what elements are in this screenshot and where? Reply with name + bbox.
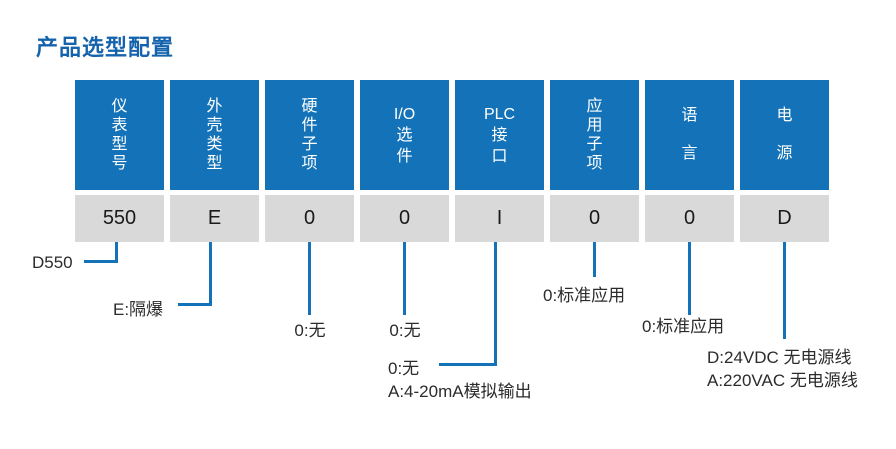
- callout-io-label: 0:无: [389, 321, 421, 340]
- callout-power-label: D:24VDC 无电源线 A:220VAC 无电源线: [707, 346, 858, 392]
- header-line: 子: [586, 136, 603, 153]
- connector-line-io: [403, 242, 406, 315]
- header-line: 硬: [301, 98, 318, 115]
- value-io-option: 0: [360, 195, 449, 242]
- header-line: 件: [396, 147, 413, 165]
- header-application-subitem: 应 用 子 项: [550, 80, 639, 190]
- page-title: 产品选型配置: [36, 35, 175, 60]
- header-instrument-model: 仪 表 型 号: [75, 80, 164, 190]
- header-line: 语: [681, 107, 698, 124]
- header-line: 型: [111, 136, 128, 153]
- callout-plc-option-1: 0:无: [388, 359, 420, 378]
- header-line: 言: [681, 145, 698, 162]
- header-power: 电 源: [740, 80, 829, 190]
- connector-line-plc: [439, 242, 497, 366]
- callout-plc-option-2: A:4-20mA模拟输出: [388, 382, 532, 401]
- header-line: 源: [776, 145, 793, 162]
- header-enclosure-type: 外 壳 类 型: [170, 80, 259, 190]
- header-hardware-subitem: 硬 件 子 项: [265, 80, 354, 190]
- header-line: 项: [586, 155, 603, 172]
- header-line: 项: [301, 155, 318, 172]
- connector-line-application: [593, 242, 596, 277]
- value-hardware-subitem: 0: [265, 195, 354, 242]
- value-plc-interface: I: [455, 195, 544, 242]
- header-line: 件: [301, 117, 318, 134]
- header-line: 表: [111, 117, 128, 134]
- callout-enclosure-label: E:隔爆: [113, 300, 164, 319]
- header-language: 语 言: [645, 80, 734, 190]
- connector-line-model: [84, 242, 118, 263]
- header-line: 型: [206, 155, 223, 172]
- header-line: 类: [206, 136, 223, 153]
- value-instrument-model: 550: [75, 195, 164, 242]
- callout-power-option-2: A:220VAC 无电源线: [707, 371, 858, 390]
- header-line: PLC: [483, 105, 516, 123]
- callout-model-label: D550: [32, 253, 73, 272]
- value-language: 0: [645, 195, 734, 242]
- header-line: 接: [491, 126, 508, 144]
- header-line: 用: [586, 117, 603, 134]
- callout-application-label: 0:标准应用: [543, 286, 626, 305]
- connector-line-language: [688, 242, 691, 315]
- value-power: D: [740, 195, 829, 242]
- callout-hardware-label: 0:无: [294, 321, 326, 340]
- callout-language-label: 0:标准应用: [642, 317, 725, 336]
- header-line: 电: [776, 107, 793, 124]
- value-application-subitem: 0: [550, 195, 639, 242]
- callout-plc-label: 0:无 A:4-20mA模拟输出: [388, 357, 532, 403]
- header-line: I/O: [393, 105, 416, 123]
- header-line: 号: [111, 155, 128, 172]
- header-line: 口: [491, 147, 508, 165]
- header-line: 子: [301, 136, 318, 153]
- header-io-option: I/O 选 件: [360, 80, 449, 190]
- connector-line-power: [783, 242, 786, 339]
- header-line: 应: [586, 98, 603, 115]
- connector-line-enclosure: [178, 242, 212, 306]
- header-line: 仪: [111, 98, 128, 115]
- header-line: 选: [396, 126, 413, 144]
- callout-power-option-1: D:24VDC 无电源线: [707, 348, 852, 367]
- header-line: 壳: [206, 117, 223, 134]
- header-line: 外: [206, 98, 223, 115]
- connector-line-hardware: [308, 242, 311, 315]
- header-plc-interface: PLC 接 口: [455, 80, 544, 190]
- value-enclosure-type: E: [170, 195, 259, 242]
